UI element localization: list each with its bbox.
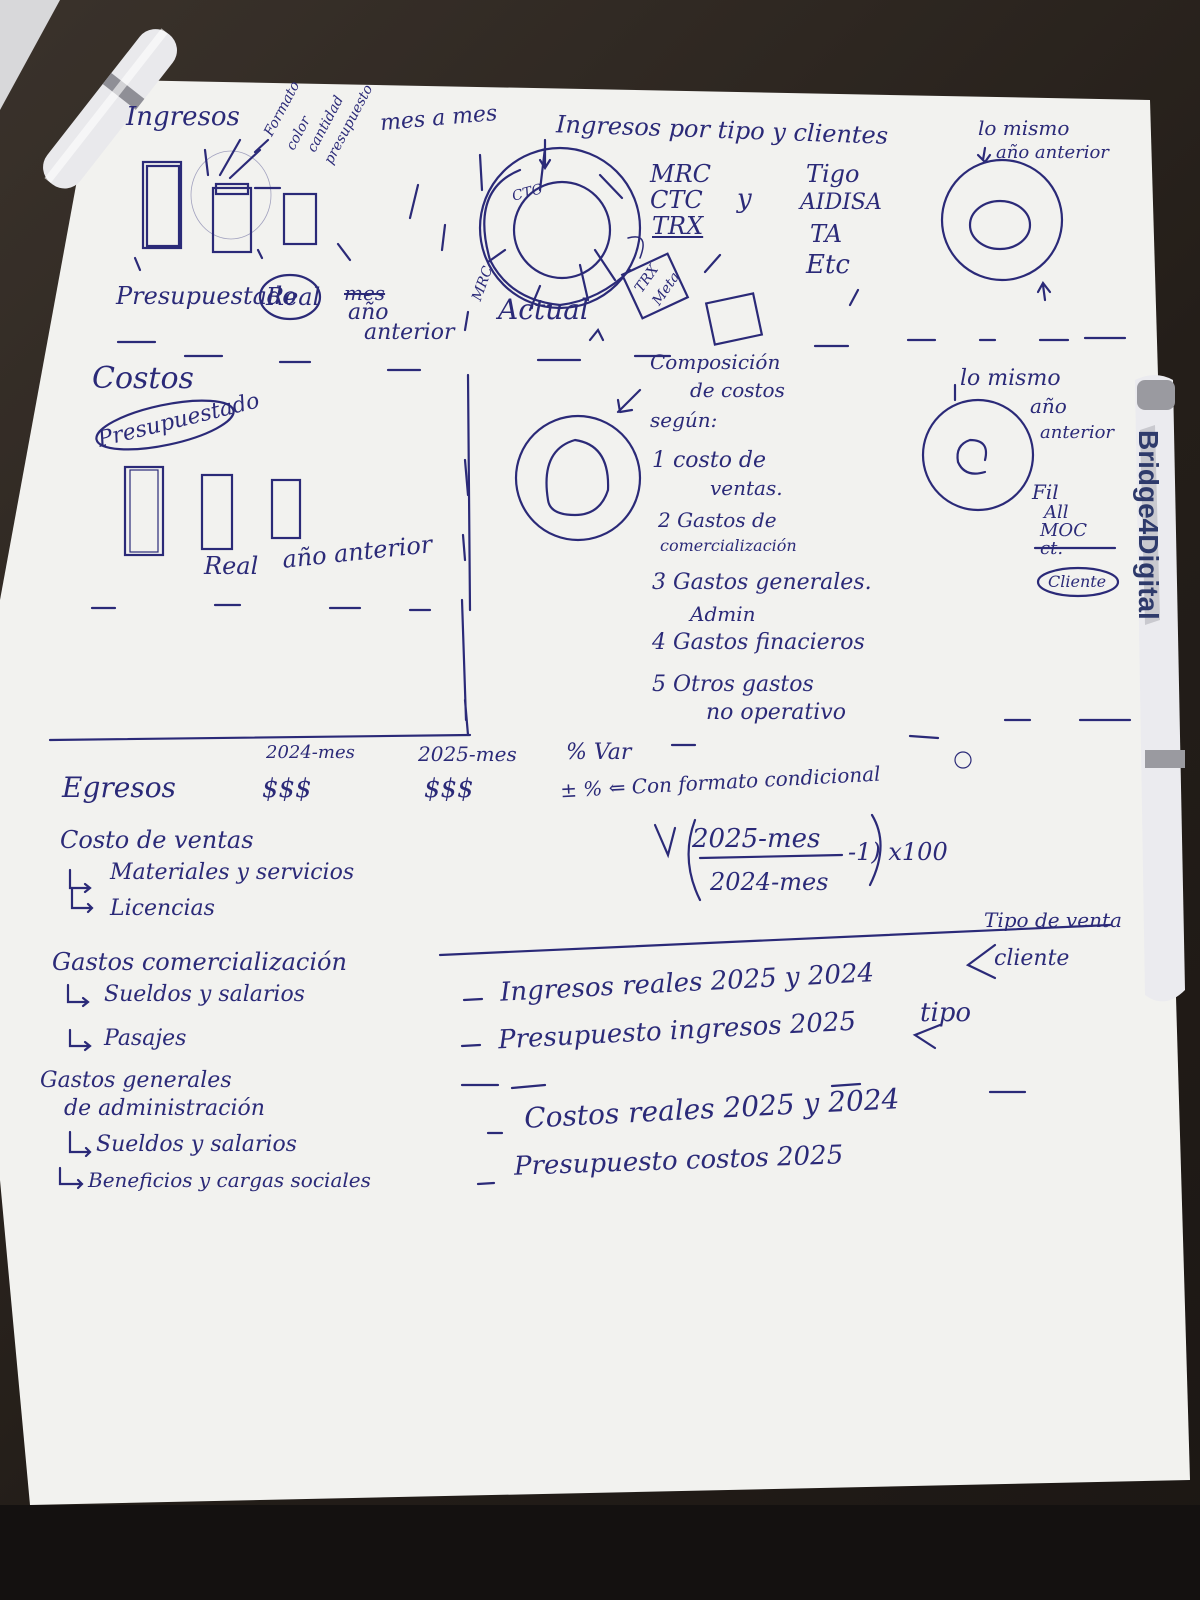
anio-anterior-top: año anterior [996,142,1109,163]
filter-moc: MOC [1040,520,1087,541]
egresos-title: Egresos [62,771,176,804]
composicion-item-2b: comercialización [660,536,797,555]
desk-edge [0,1505,1200,1600]
composicion-item-1: 1 costo de [652,448,767,473]
client-etc: Etc [806,250,850,280]
bar-anterior-ingresos [282,192,318,246]
formula-denominator: 2024-mes [710,868,829,896]
bar-presupuestado-ingresos [145,164,181,248]
tree-sueldos-2: Sueldos y salarios [96,1132,297,1157]
composicion-title-2: de costos [690,378,785,402]
client-aidisa: AIDISA [800,190,882,215]
tree-administracion: de administración [64,1096,265,1121]
client-tigo: Tigo [806,160,860,188]
anterior-mid: anterior [1040,422,1115,443]
costos-title: Costos [92,361,194,396]
pen-right [1135,375,1185,1002]
composicion-item-3b: Admin [690,602,756,626]
tree-licencias: Licencias [110,896,215,921]
col-2024-mes: 2024-mes [266,742,355,763]
tipo-label: tipo [920,998,972,1028]
label-anio: año [348,300,389,325]
filter-ct: ct. [1040,538,1064,559]
actual-label: Actual [498,293,589,326]
tree-materiales: Materiales y servicios [110,860,355,885]
donut-anio-anterior [940,158,1064,282]
tree-pasajes: Pasajes [104,1026,187,1051]
composicion-item-5: 5 Otros gastos [652,672,814,697]
composicion-title-1: Composición [650,350,781,374]
tree-costo-ventas: Costo de ventas [60,826,254,854]
type-ctc: CTC [650,186,703,214]
lo-mismo-top: lo mismo [978,116,1070,140]
money-2025: $$$ [424,774,474,804]
money-2024: $$$ [262,774,312,804]
label-anterior: anterior [364,320,455,345]
composicion-item-1b: ventas. [710,476,783,500]
col-2025-mes: 2025-mes [418,742,517,766]
composicion-item-5b: no operativo [706,700,846,725]
tree-beneficios: Beneficios y cargas sociales [88,1168,371,1192]
tipo-cliente: cliente [994,946,1070,971]
composicion-item-3: 3 Gastos generales. [652,570,872,595]
filter-fil: Fil [1032,480,1059,504]
donut-ingresos-actual [478,146,642,310]
struck-mes: mes [344,281,386,305]
type-mrc: MRC [650,160,712,188]
composicion-title-3: según: [650,408,718,432]
col-var: % Var [566,740,632,765]
bar-real-ingresos [211,186,253,254]
composicion-item-2: 2 Gastos de [658,508,777,532]
type-trx: TRX [652,212,704,240]
composicion-item-4: 4 Gastos finacieros [652,630,865,655]
tree-gastos-generales: Gastos generales [40,1068,232,1093]
label-real: Real [266,283,321,311]
client-ta: TA [810,220,843,248]
tipo-de-venta: Tipo de venta [984,908,1122,932]
label-presupuestado: Presupuestado [116,282,297,310]
filter-cliente: Cliente [1048,572,1107,591]
formula-numerator: 2025-mes [692,824,821,854]
anio-mid: año [1030,394,1067,418]
filter-all: All [1044,502,1069,523]
bar-real-costos [200,473,234,551]
tree-sueldos-1: Sueldos y salarios [104,982,305,1007]
donut-composicion-costos [514,414,642,542]
pen-top-left [43,28,177,189]
bar-anterior-costos [270,478,302,540]
and-y: y [737,184,752,214]
bar-presupuestado-costos [123,465,165,557]
formula-tail: -1) x100 [848,838,948,866]
costos-real: Real [204,552,259,580]
ingresos-title: Ingresos [126,102,240,132]
tree-gastos-comercializacion: Gastos comercialización [52,948,347,976]
lo-mismo-mid: lo mismo [960,366,1061,391]
